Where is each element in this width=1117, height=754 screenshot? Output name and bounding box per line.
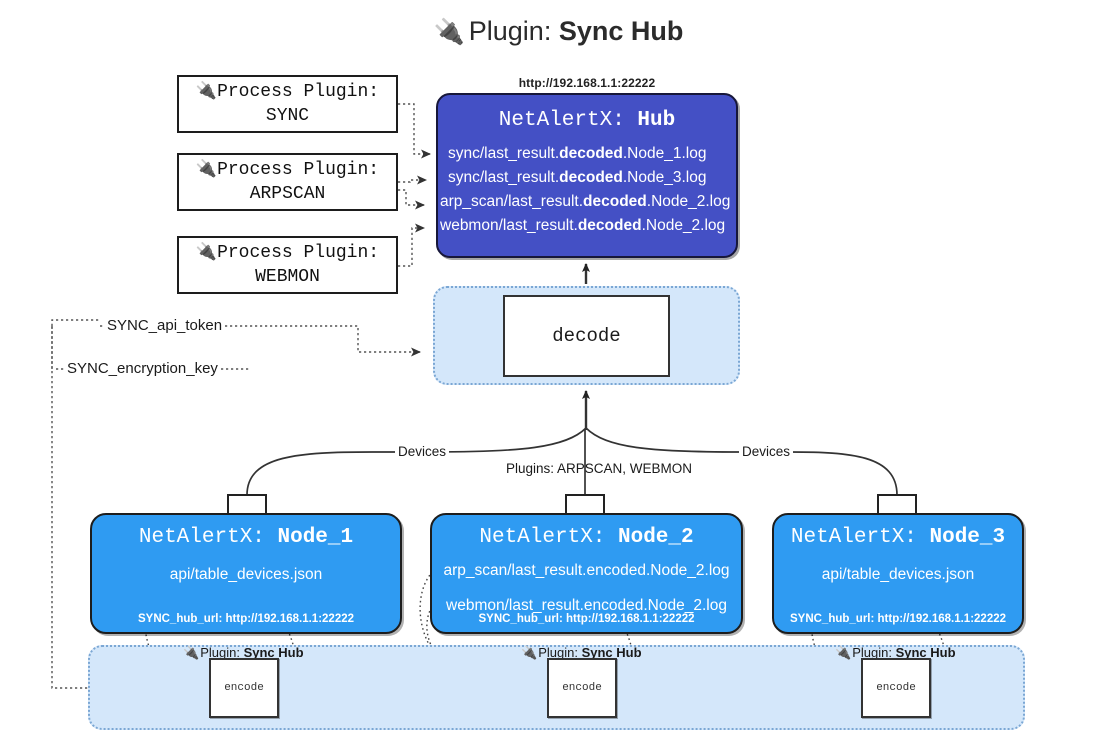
node-title: NetAlertX: Node_2 (479, 526, 694, 549)
encode-box-node2[interactable]: encode (547, 658, 617, 718)
node-title: NetAlertX: Node_1 (138, 526, 354, 549)
decode-box[interactable]: decode (503, 295, 670, 377)
process-plugin-line2: ARPSCAN (249, 184, 326, 204)
devices-label-right: Devices (739, 444, 794, 459)
sync-api-token-label: SYNC_api_token (104, 317, 226, 334)
node-line: arp_scan/last_result.encoded.Node_2.log (443, 562, 730, 579)
devices-label-left: Devices (395, 444, 450, 459)
hub-row: sync/last_result.decoded.Node_3.log (448, 169, 707, 186)
electric-plug-icon: 🔌 (433, 18, 465, 46)
encoder-plugin-tag-2: 🔌Plugin: Sync Hub (521, 645, 642, 660)
page-title: 🔌Plugin: Sync Hub (0, 16, 1117, 47)
node-box-node3[interactable]: NetAlertX: Node_3 api/table_devices.json… (772, 513, 1024, 634)
encoder-plugin-tag-1: 🔌Plugin: Sync Hub (183, 645, 304, 660)
electric-plug-icon: 🔌 (195, 158, 218, 179)
node-line: api/table_devices.json (169, 566, 323, 583)
hub-title: NetAlertX: Hub (498, 109, 676, 132)
process-plugin-line1: 🔌Process Plugin: (195, 241, 380, 263)
encoder-plugin-tag-3: 🔌Plugin: Sync Hub (835, 645, 956, 660)
electric-plug-icon: 🔌 (183, 645, 200, 660)
hub-row: arp_scan/last_result.decoded.Node_2.log (440, 193, 731, 210)
electric-plug-icon: 🔌 (195, 80, 218, 101)
node-box-node1[interactable]: NetAlertX: Node_1 api/table_devices.json… (90, 513, 402, 634)
encode-box-node3[interactable]: encode (861, 658, 931, 718)
hub-row: webmon/last_result.decoded.Node_2.log (440, 217, 726, 234)
process-plugin-line1: 🔌Process Plugin: (195, 158, 380, 180)
node-line: webmon/last_result.encoded.Node_2.log (446, 597, 727, 614)
node-line: api/table_devices.json (821, 566, 975, 583)
process-plugin-line2: SYNC (265, 106, 310, 126)
node-footer: SYNC_hub_url: http://192.168.1.1:22222 (137, 613, 355, 625)
node-footer: SYNC_hub_url: http://192.168.1.1:22222 (478, 613, 695, 625)
node-box-node2[interactable]: NetAlertX: Node_2 arp_scan/last_result.e… (430, 513, 743, 634)
title-name: Sync Hub (558, 16, 684, 46)
hub-url-label: http://192.168.1.1:22222 (518, 76, 656, 90)
electric-plug-icon: 🔌 (521, 645, 538, 660)
plugins-label-middle: Plugins: ARPSCAN, WEBMON (506, 461, 693, 476)
process-plugin-line1: 🔌Process Plugin: (195, 80, 380, 102)
process-plugin-box-webmon[interactable]: 🔌Process Plugin: WEBMON (177, 236, 398, 294)
sync-encryption-key-label: SYNC_encryption_key (64, 360, 221, 377)
process-plugin-line2: WEBMON (255, 267, 320, 287)
title-prefix: Plugin: (468, 16, 559, 46)
node-footer: SYNC_hub_url: http://192.168.1.1:22222 (789, 613, 1007, 625)
electric-plug-icon: 🔌 (835, 645, 852, 660)
node-title: NetAlertX: Node_3 (790, 526, 1006, 549)
hub-box[interactable]: NetAlertX: Hub sync/last_result.decoded.… (436, 93, 738, 258)
encode-box-node1[interactable]: encode (209, 658, 279, 718)
hub-row: sync/last_result.decoded.Node_1.log (448, 145, 707, 162)
electric-plug-icon: 🔌 (195, 241, 218, 262)
process-plugin-box-sync[interactable]: 🔌Process Plugin: SYNC (177, 75, 398, 133)
hub-row-list: sync/last_result.decoded.Node_1.log sync… (438, 142, 736, 238)
process-plugin-box-arpscan[interactable]: 🔌Process Plugin: ARPSCAN (177, 153, 398, 211)
